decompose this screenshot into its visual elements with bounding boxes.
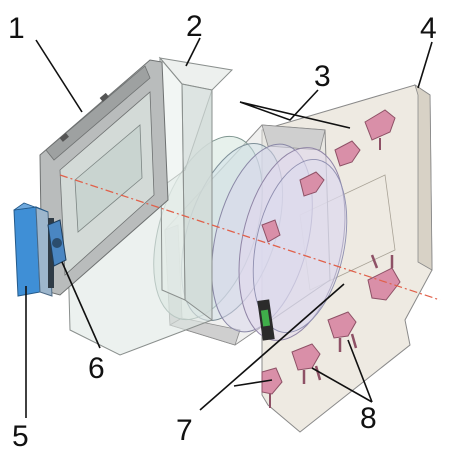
label-8: 8: [360, 402, 377, 435]
connector-right: [367, 254, 401, 301]
label-3: 3: [314, 60, 331, 93]
connector-8b: [291, 343, 322, 384]
label-4: 4: [420, 12, 437, 45]
label-7: 7: [176, 414, 193, 447]
optical-axis: [59, 174, 441, 301]
leader-lines: [25, 37, 433, 418]
small-electronics: [47, 219, 67, 267]
label-6: 6: [88, 352, 105, 385]
connectors: [261, 109, 401, 408]
label-2: 2: [186, 10, 203, 43]
green-chip: [257, 299, 275, 341]
connector-top-1: [364, 109, 396, 150]
connector-top-3: [299, 171, 325, 197]
connector-top-2: [334, 140, 361, 167]
part-number-labels: 1 2 3 4 5 6 7 8: [8, 10, 437, 453]
front-housing: [39, 59, 169, 296]
connector-8a: [327, 311, 358, 352]
label-5: 5: [12, 420, 29, 453]
sensor-block: [13, 202, 54, 297]
connector-7: [261, 367, 283, 408]
label-1: 1: [8, 12, 25, 45]
connector-mid: [261, 219, 281, 243]
